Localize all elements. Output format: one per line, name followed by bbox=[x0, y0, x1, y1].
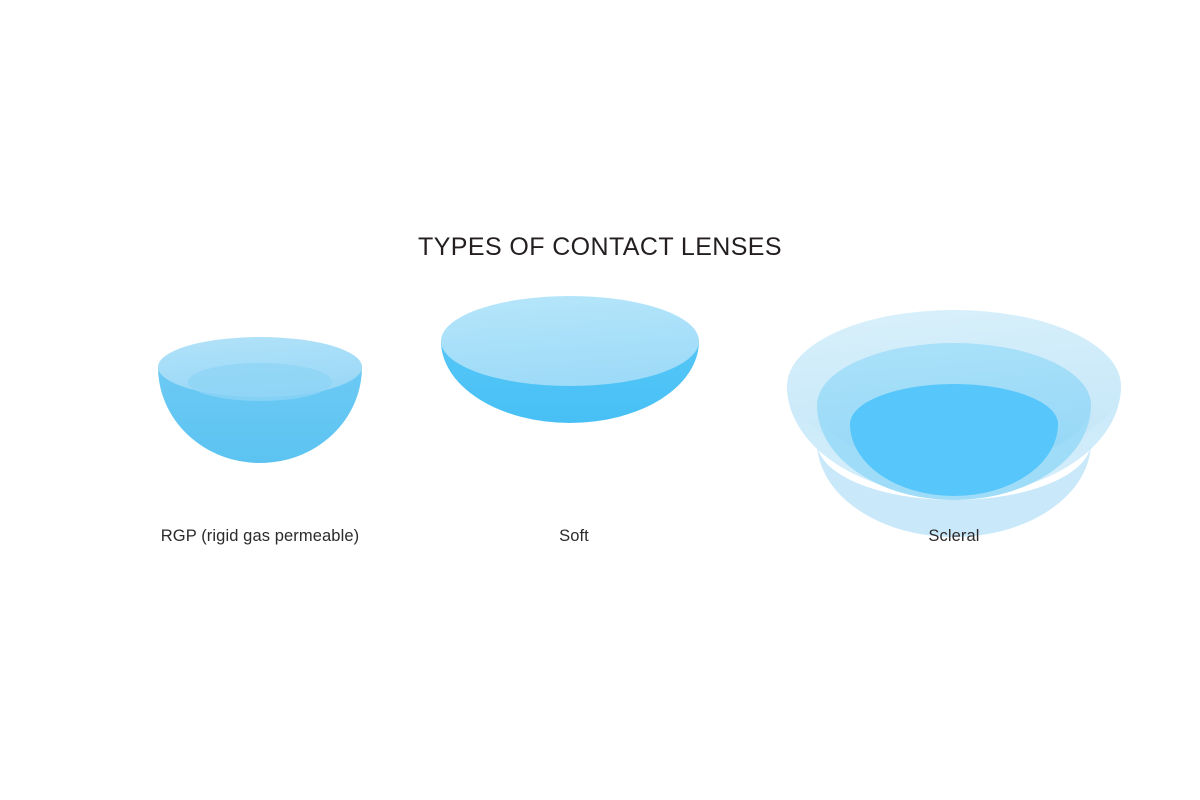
lens-figure-scleral bbox=[760, 290, 1150, 537]
lens-caption-rgp: RGP (rigid gas permeable) bbox=[160, 527, 360, 545]
lens-caption-scleral: Scleral bbox=[928, 527, 980, 545]
scleral-lens-illustration bbox=[787, 310, 1121, 537]
page-title: TYPES OF CONTACT LENSES bbox=[418, 233, 782, 261]
lens-figure-rgp bbox=[120, 290, 400, 520]
lens-caption-soft: Soft bbox=[559, 527, 589, 545]
rgp-lens-illustration bbox=[158, 337, 362, 463]
soft-lens-illustration bbox=[441, 296, 699, 423]
scleral-front-lip bbox=[817, 442, 1091, 537]
rgp-inner-shading bbox=[188, 363, 332, 401]
lens-figure-soft bbox=[410, 290, 730, 520]
scleral-core-rim bbox=[850, 384, 1058, 464]
soft-rim-ellipse bbox=[441, 296, 699, 386]
